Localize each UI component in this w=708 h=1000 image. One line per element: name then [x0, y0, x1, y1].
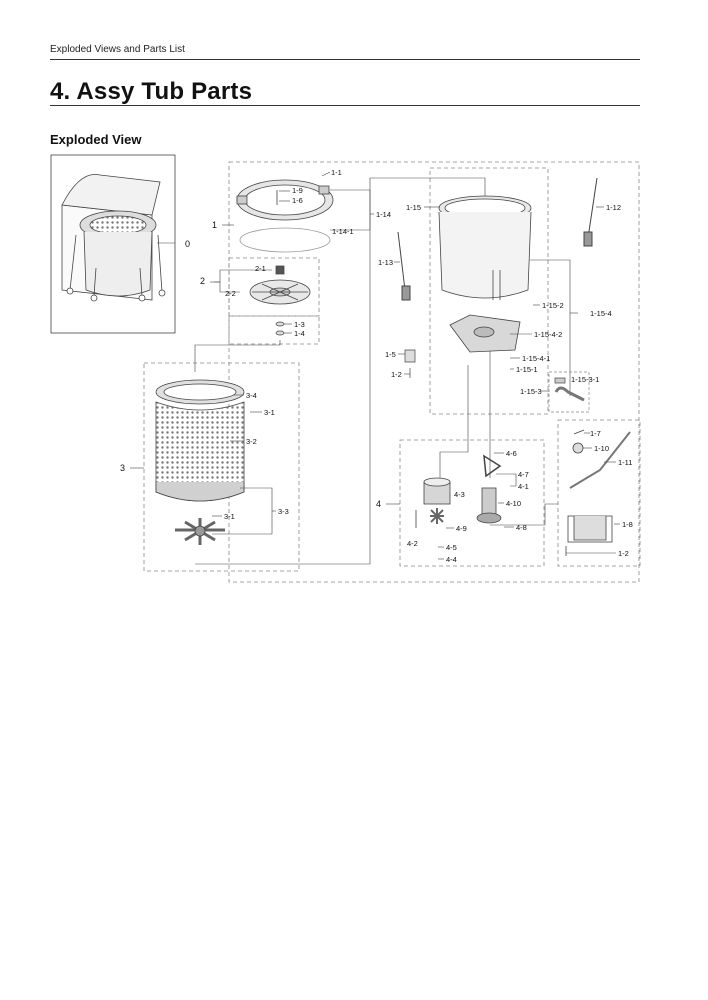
- callout-1-1: 1-1: [331, 168, 342, 177]
- outer-tub-part: [438, 195, 532, 353]
- basket-part: [155, 379, 245, 545]
- group-boxes: [143, 161, 641, 583]
- callout-4-9: 4-9: [456, 524, 467, 533]
- callout-4-4: 4-4: [446, 555, 457, 564]
- callout-1-11: 1-11: [618, 458, 632, 467]
- assembly-overview-image: [61, 173, 166, 302]
- group-box-fasteners: [228, 315, 320, 345]
- callout-1-4: 1-4: [294, 329, 305, 338]
- motor-part: [415, 454, 502, 528]
- callout-2-2: 2-2: [225, 289, 236, 298]
- group-box-tub: [228, 161, 640, 583]
- callout-3-2: 3-2: [246, 437, 257, 446]
- callout-3-4: 3-4: [246, 391, 257, 400]
- callout-1-5: 1-5: [385, 350, 396, 359]
- callout-3-3: 3-3: [278, 507, 289, 516]
- callout-1-15-2: 1-15-2: [542, 301, 564, 310]
- callout-1-2-upper: 1-2: [391, 370, 402, 379]
- title-divider: [50, 105, 640, 106]
- callout-1-13: 1-13: [378, 258, 393, 267]
- callout-4-1: 4-1: [518, 482, 529, 491]
- callout-2-1: 2-1: [255, 264, 266, 273]
- callout-1-14: 1-14: [376, 210, 391, 219]
- callout-1-6: 1-6: [292, 196, 303, 205]
- tub-cover-part: [236, 179, 334, 253]
- callout-1: 1: [212, 220, 217, 230]
- assembly-overview-box: [50, 154, 176, 334]
- callout-1-15-3: 1-15-3: [520, 387, 542, 396]
- connection-lines: [194, 177, 558, 565]
- drain-hose-part: [548, 371, 590, 413]
- drain-parts: [565, 429, 631, 556]
- section-header: Exploded Views and Parts List: [50, 44, 185, 55]
- clip-parts: [404, 349, 416, 378]
- callout-1-2-lower: 1-2: [618, 549, 629, 558]
- callout-1-12: 1-12: [606, 203, 621, 212]
- callout-1-15: 1-15: [406, 203, 421, 212]
- callout-1-14-1: 1-14-1: [332, 227, 354, 236]
- fastener-parts: [275, 321, 285, 336]
- header-divider: [50, 59, 640, 60]
- callout-4-8: 4-8: [516, 523, 527, 532]
- section-subtitle: Exploded View: [50, 132, 142, 147]
- callout-2: 2: [200, 276, 205, 286]
- callout-1-15-4: 1-15-4: [590, 309, 612, 318]
- callout-4-10: 4-10: [506, 499, 521, 508]
- callout-1-10: 1-10: [594, 444, 609, 453]
- callout-4-5: 4-5: [446, 543, 457, 552]
- group-box-drain: [557, 419, 641, 567]
- group-box-outer-tub: [429, 167, 549, 415]
- callout-1-9: 1-9: [292, 186, 303, 195]
- group-box-basket: [143, 362, 300, 572]
- callout-1-3: 1-3: [294, 320, 305, 329]
- suspension-rods: [397, 177, 598, 301]
- callout-0: 0: [185, 239, 190, 249]
- callout-4-2: 4-2: [407, 539, 418, 548]
- callout-3: 3: [120, 463, 125, 473]
- callout-1-7: 1-7: [590, 429, 601, 438]
- callout-1-15-3-1: 1-15-3-1: [571, 375, 599, 384]
- callout-4: 4: [376, 499, 381, 509]
- page-title: 4. Assy Tub Parts: [50, 78, 253, 105]
- callout-1-15-4-1: 1-15-4-1: [522, 354, 550, 363]
- callout-4-3: 4-3: [454, 490, 465, 499]
- callout-1-8: 1-8: [622, 520, 633, 529]
- callout-3-1-top: 3-1: [264, 408, 275, 417]
- callout-1-15-1: 1-15-1: [516, 365, 538, 374]
- callout-4-6: 4-6: [506, 449, 517, 458]
- pulsator-part: [249, 265, 311, 305]
- callout-4-7: 4-7: [518, 470, 529, 479]
- callout-1-15-4-2: 1-15-4-2: [534, 330, 562, 339]
- callout-3-1-bottom: 3-1: [224, 512, 235, 521]
- group-box-motor: [399, 439, 545, 567]
